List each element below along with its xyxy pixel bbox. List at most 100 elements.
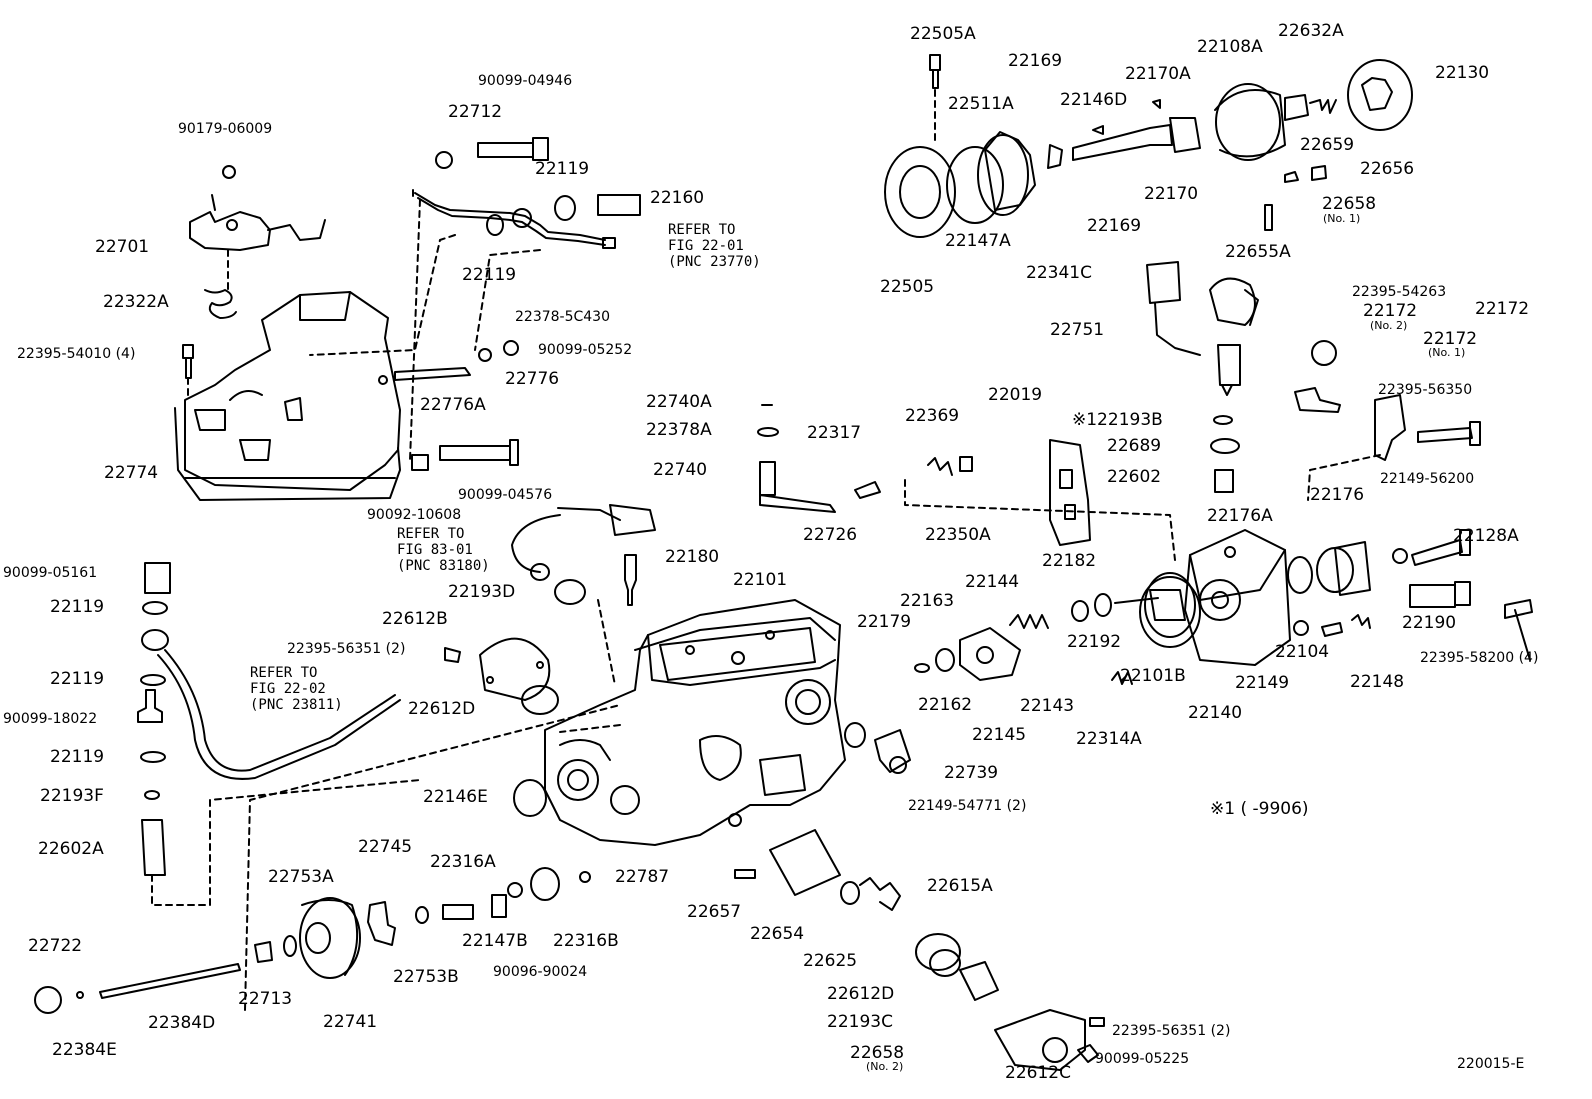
part-label: 90099-05161 xyxy=(3,565,98,581)
part-sublabel: (No. 1) xyxy=(1428,346,1466,359)
part-label: 22104 xyxy=(1275,642,1330,662)
part-label: 22505A xyxy=(910,24,976,44)
part-label: 22658 xyxy=(1322,194,1377,214)
part-label: 22101 xyxy=(733,570,788,590)
part-label: 22655A xyxy=(1225,242,1291,262)
part-label: 22776 xyxy=(505,369,560,389)
part-label: 22317 xyxy=(807,423,862,443)
part-label: 22395-54010 (4) xyxy=(17,346,136,362)
part-label: 22625 xyxy=(803,951,858,971)
part-label: 22160 xyxy=(650,188,705,208)
part-label: 22146D xyxy=(1060,90,1128,110)
part-label: 22172 xyxy=(1363,301,1418,321)
part-label: 22615A xyxy=(927,876,993,896)
part-label: 22163 xyxy=(900,591,955,611)
part-label: 22180 xyxy=(665,547,720,567)
part-label: 22656 xyxy=(1360,159,1415,179)
part-label: 22350A xyxy=(925,525,991,545)
part-label: 22314A xyxy=(1076,729,1142,749)
part-label: 22774 xyxy=(104,463,159,483)
part-label: 90096-90024 xyxy=(493,964,588,980)
part-label: 90179-06009 xyxy=(178,121,273,137)
part-label: 22322A xyxy=(103,292,169,312)
pump-housing xyxy=(544,599,846,846)
part-label: 22119 xyxy=(50,747,105,767)
part-label: 22751 xyxy=(1050,320,1105,340)
part-label: 22146E xyxy=(423,787,488,807)
part-sublabel: (No. 1) xyxy=(1323,212,1361,225)
spring-22322A xyxy=(204,289,237,319)
part-label: 22176A xyxy=(1207,506,1273,526)
part-label: 22128A xyxy=(1453,526,1519,546)
part-label: 22193C xyxy=(827,1012,893,1032)
part-label: 90099-04946 xyxy=(478,73,573,89)
part-label: 22612C xyxy=(1005,1063,1071,1083)
governor-cover xyxy=(174,291,401,501)
fuel-pipe-top xyxy=(412,137,641,249)
part-label: ※122193B xyxy=(1072,410,1163,430)
part-label: 90099-04576 xyxy=(458,487,553,503)
part-label: 22130 xyxy=(1435,63,1490,83)
part-label: 22776A xyxy=(420,395,486,415)
part-label: 90099-18022 xyxy=(3,711,98,727)
part-label: 22316B xyxy=(553,931,619,951)
part-label: 22612B xyxy=(382,609,448,629)
part-label: 22395-56351 (2) xyxy=(1112,1023,1231,1039)
part-label: 22395-56351 (2) xyxy=(287,641,406,657)
part-label: 22019 xyxy=(988,385,1043,405)
part-label: 22176 xyxy=(1310,485,1365,505)
part-label: 22713 xyxy=(238,989,293,1009)
vane-pump-shaft xyxy=(884,54,1413,238)
part-label: 22753A xyxy=(268,867,334,887)
part-label: 22384E xyxy=(52,1040,117,1060)
part-label: 22147A xyxy=(945,231,1011,251)
part-label: 90099-05225 xyxy=(1095,1051,1190,1067)
part-label: 22612D xyxy=(827,984,895,1004)
part-label: 22378-5C430 xyxy=(515,309,610,325)
part-sublabel: (No. 2) xyxy=(866,1060,904,1073)
part-label: 90099-05252 xyxy=(538,342,633,358)
diagram-id: 220015-E xyxy=(1457,1056,1525,1072)
part-label: 22169 xyxy=(1087,216,1142,236)
footnote-note: ※1 ( -9906) xyxy=(1210,799,1309,819)
part-label: 22739 xyxy=(944,763,999,783)
part-label: 22119 xyxy=(535,159,590,179)
part-label: 22745 xyxy=(358,837,413,857)
part-sublabel: (No. 2) xyxy=(1370,319,1408,332)
part-label: 22657 xyxy=(687,902,742,922)
part-label: 22149-54771 (2) xyxy=(908,798,1027,814)
part-label: 22140 xyxy=(1188,703,1243,723)
part-label: 22701 xyxy=(95,237,150,257)
refer-note-83180: REFER TO FIG 83-01 (PNC 83180) xyxy=(397,526,490,574)
part-label: 22149 xyxy=(1235,673,1290,693)
part-label: 22658 xyxy=(850,1043,905,1063)
part-label: 22378A xyxy=(646,420,712,440)
part-label: 22179 xyxy=(857,612,912,632)
refer-note-23770: REFER TO FIG 22-01 (PNC 23770) xyxy=(668,222,761,270)
part-label: 22602A xyxy=(38,839,104,859)
part-label: 22147B xyxy=(462,931,528,951)
part-label: 22172 xyxy=(1423,329,1478,349)
part-label: 22193F xyxy=(40,786,104,806)
part-label: 22172 xyxy=(1475,299,1530,319)
part-label: 90092-10608 xyxy=(367,507,462,523)
part-label: 22369 xyxy=(905,406,960,426)
part-label: 22384D xyxy=(148,1013,216,1033)
part-label: 22170A xyxy=(1125,64,1191,84)
part-label: 22632A xyxy=(1278,21,1344,41)
part-label: 22689 xyxy=(1107,436,1162,456)
part-label: 22143 xyxy=(1020,696,1075,716)
part-label: 22741 xyxy=(323,1012,378,1032)
part-label: 22395-56350 xyxy=(1378,382,1473,398)
drive-gear xyxy=(34,897,361,1014)
part-label: 22119 xyxy=(462,265,517,285)
part-label: 22712 xyxy=(448,102,503,122)
part-label: 22395-54263 xyxy=(1352,284,1447,300)
part-label: 22170 xyxy=(1144,184,1199,204)
part-label: 22753B xyxy=(393,967,459,987)
part-label: 22341C xyxy=(1026,263,1092,283)
part-label: 22511A xyxy=(948,94,1014,114)
part-label: 22101B xyxy=(1120,666,1186,686)
